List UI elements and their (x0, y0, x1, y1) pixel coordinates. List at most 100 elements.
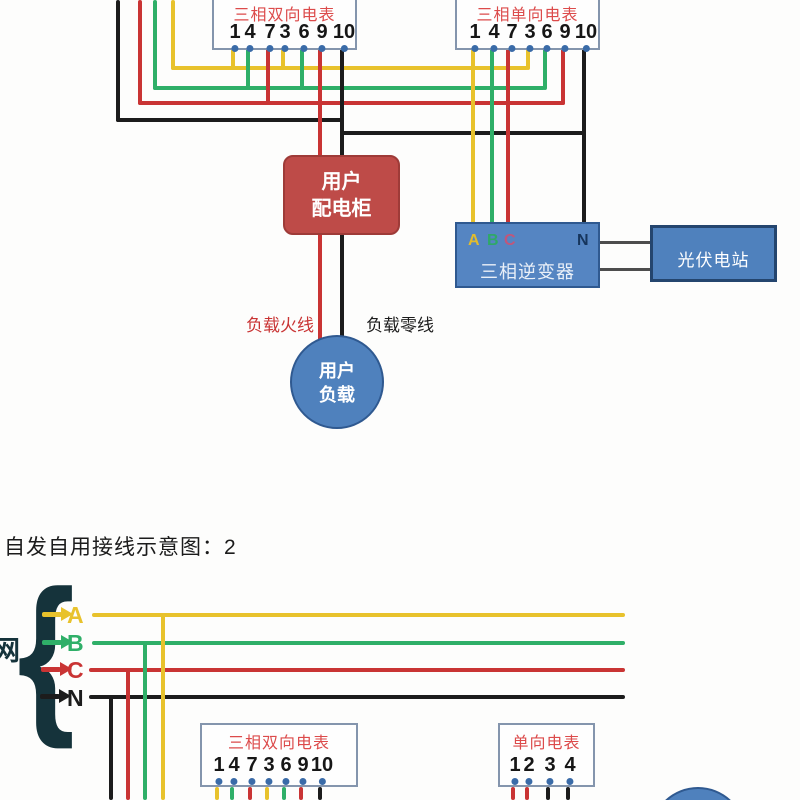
terminal-number: 3 (524, 21, 536, 43)
terminal-dot (508, 45, 516, 52)
wire-riser-l4 (246, 48, 250, 90)
phase-c-arrow-icon (41, 662, 72, 676)
inverter-label-b: B (487, 232, 499, 249)
bus-phase-c (89, 668, 625, 672)
terminal-dot (471, 45, 479, 52)
meter-terminal: 1 (509, 754, 521, 785)
terminal-number: 1 (229, 21, 241, 43)
terminal-dot (582, 45, 590, 52)
wire-l9-to-cabinet (318, 48, 322, 158)
stub-bl-9 (299, 787, 303, 800)
terminal-dot (318, 778, 326, 785)
user-load-circle: 用户 负载 (290, 335, 384, 429)
wire-riser-r9 (561, 48, 565, 105)
tap-phase-c (126, 668, 130, 800)
terminal-dot (248, 778, 256, 785)
terminal-dot (265, 778, 273, 785)
inverter-label-c: C (504, 232, 516, 249)
phase-n-arrow-icon (40, 689, 71, 703)
stub-bl-7 (248, 787, 252, 800)
terminal-dot (299, 778, 307, 785)
meter-terminal: 10 (575, 22, 597, 52)
meter-terminal: 9 (559, 21, 571, 52)
terminal-number: 9 (316, 21, 328, 43)
phase-a-arrow-icon (42, 607, 73, 621)
meter-terminal: 6 (541, 21, 553, 52)
wire-riser-l3 (281, 48, 285, 70)
meter-terminal: 3 (263, 755, 275, 785)
wire-r7-to-inverter-c (506, 48, 510, 225)
meter-title: 单向电表 (512, 735, 581, 752)
meter-terminal: 7 (264, 21, 276, 52)
pv-station-title: 光伏电站 (677, 251, 750, 270)
terminal-number: 6 (298, 21, 310, 43)
wire-riser-r3 (526, 48, 530, 70)
phase-label-b: B (67, 630, 84, 656)
meter-terminal: 3 (524, 21, 536, 52)
inverter-label-n: N (577, 232, 589, 249)
wire-grid-n-vertical (116, 0, 120, 122)
load-label-line1: 用户 (319, 361, 355, 381)
stub-bl-3 (265, 787, 269, 800)
terminal-number: 9 (297, 754, 309, 776)
phase-label-c: C (67, 657, 84, 683)
meter-unidirectional-bottom: 单向电表 1 2 3 4 (498, 723, 595, 787)
terminal-number: 4 (488, 21, 500, 43)
terminal-number: 4 (564, 754, 576, 776)
terminal-dot (546, 778, 554, 785)
wire-load-neutral (340, 233, 344, 345)
terminal-number: 7 (264, 21, 276, 43)
terminal-dot (282, 778, 290, 785)
wire-riser-l6 (300, 48, 304, 90)
terminal-number: 3 (544, 754, 556, 776)
wire-grid-b-horizontal (153, 86, 545, 90)
terminal-dot (566, 778, 574, 785)
terminal-number: 1 (509, 754, 521, 776)
meter-bidirectional-bottom: 三相双向电表 1 4 7 3 6 9 10 (200, 723, 358, 787)
meter-terminal: 4 (228, 755, 240, 785)
terminal-number: 10 (310, 754, 334, 776)
terminal-number: 4 (244, 21, 256, 43)
meter-terminal: 6 (298, 21, 310, 52)
phase-label-a: A (67, 602, 84, 628)
bus-neutral (89, 695, 625, 699)
terminal-dot (511, 778, 519, 785)
terminal-dot (300, 45, 308, 52)
terminal-number: 9 (559, 21, 571, 43)
terminal-number: 10 (332, 21, 356, 43)
wire-riser-l7 (266, 48, 270, 105)
meter-terminal: 1 (213, 755, 225, 785)
meter-terminal: 4 (244, 21, 256, 52)
inverter-label-a: A (468, 232, 480, 249)
stub-bl-1 (215, 787, 219, 800)
phase-b-arrow-icon (42, 635, 73, 649)
terminal-dot (561, 45, 569, 52)
wire-l10-to-cabinet (340, 48, 344, 158)
terminal-dot (230, 778, 238, 785)
terminal-dot (526, 45, 534, 52)
inverter-box: A B C N 三相逆变器 (455, 222, 600, 288)
terminal-number: 7 (246, 754, 258, 776)
cabinet-label-line1: 用户 (321, 171, 362, 193)
load-neutral-label: 负载零线 (366, 316, 434, 335)
grid-label: 网 (0, 636, 20, 666)
meter-terminal: 6 (280, 755, 292, 785)
terminal-number: 6 (541, 21, 553, 43)
terminal-number: 1 (469, 21, 481, 43)
meter-terminal: 1 (469, 21, 481, 52)
terminal-number: 10 (574, 21, 598, 43)
meter-title: 三相双向电表 (227, 735, 330, 752)
wire-inverter-pv-1 (598, 241, 652, 244)
meter-title: 三相单向电表 (476, 7, 579, 24)
wire-r4-to-inverter-b (490, 48, 494, 225)
pv-station-box: 光伏电站 (650, 225, 777, 282)
terminal-dot (266, 45, 274, 52)
meter-terminal: 7 (506, 21, 518, 52)
wire-grid-a-vertical (171, 0, 175, 70)
wire-riser-l1 (231, 48, 235, 70)
terminal-dot (340, 45, 348, 52)
terminal-number: 7 (506, 21, 518, 43)
wire-grid-b-vertical (153, 0, 157, 90)
meter-terminal: 10 (333, 22, 355, 52)
